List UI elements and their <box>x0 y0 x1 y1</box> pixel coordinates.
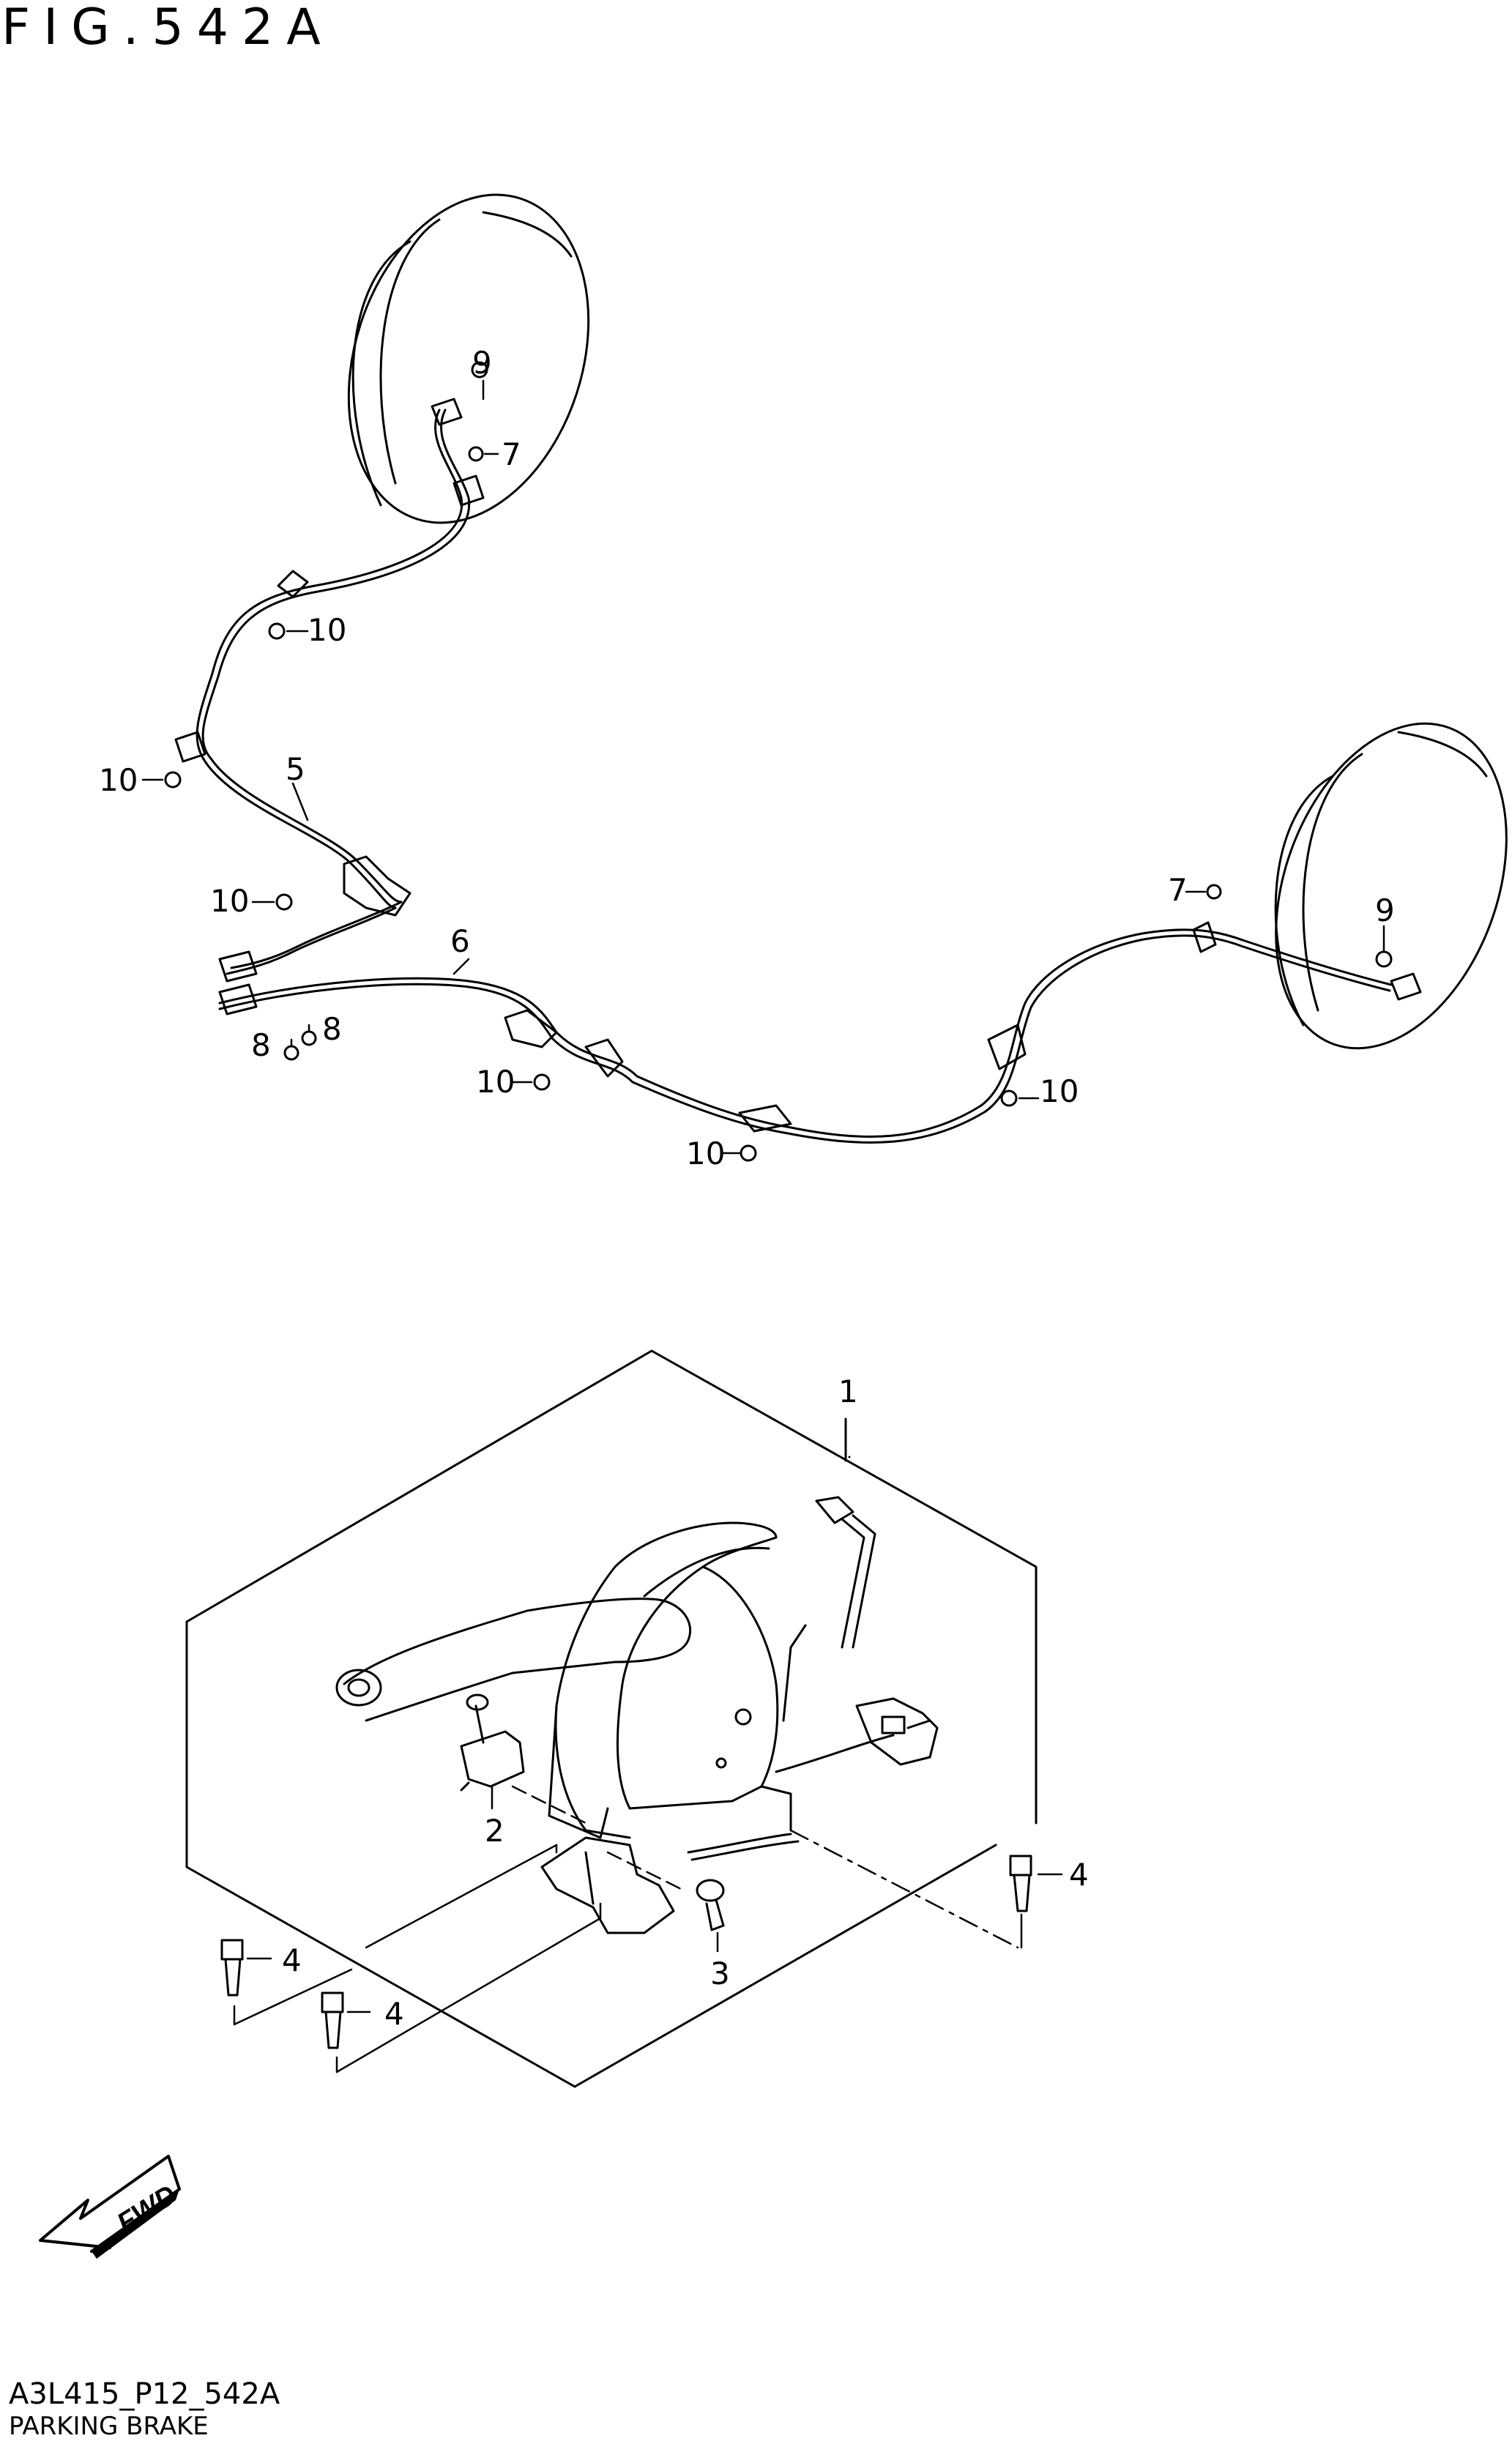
callout-7-right: 7 <box>1168 872 1188 908</box>
callout-1: 1 <box>838 1374 858 1409</box>
callout-2: 2 <box>485 1813 504 1849</box>
fastener-markers <box>164 361 1393 1162</box>
figure-name: PARKING BRAKE <box>9 2412 209 2441</box>
callout-9-left: 9 <box>472 345 492 381</box>
lever-base-bracket <box>540 1785 800 1934</box>
assembly-hexagon <box>185 1349 1038 2088</box>
callout-8-left: 8 <box>251 1027 271 1063</box>
upper-leader-lines <box>141 379 1385 1155</box>
parking-brake-lever <box>335 1521 779 1839</box>
callout-10-bottom: 10 <box>686 1136 725 1171</box>
lower-leader-lines <box>233 1785 1063 2073</box>
callout-5: 5 <box>286 751 305 787</box>
cable-6 <box>218 928 1393 1144</box>
left-brake-drum <box>347 193 590 524</box>
callout-3: 3 <box>710 1956 730 1991</box>
callout-9-right: 9 <box>1375 892 1395 928</box>
part-4-bolts <box>220 1855 1032 2049</box>
callout-4-right: 4 <box>1069 1857 1089 1893</box>
callout-10-top: 10 <box>308 612 346 648</box>
callout-4-left: 4 <box>282 1942 302 1978</box>
equalizer-rod <box>775 1496 939 1773</box>
callout-8-right: 8 <box>322 1011 342 1047</box>
callout-4-bottom: 4 <box>384 1996 404 2032</box>
figure-code: A3L415_P12_542A <box>9 2377 280 2411</box>
figure-title: FIG.542A <box>1 0 334 56</box>
cable-brackets <box>174 398 1422 1133</box>
part-3-bolt <box>696 1879 725 1931</box>
part-2-bracket <box>460 1693 525 1792</box>
fwd-arrow-icon: FWD <box>39 2155 182 2259</box>
callout-10-right: 10 <box>1040 1073 1079 1109</box>
callout-10-mid: 10 <box>210 883 249 919</box>
right-brake-drum <box>1274 722 1508 1050</box>
callout-6: 6 <box>450 923 470 959</box>
callout-10-center: 10 <box>476 1064 515 1100</box>
callout-7-left: 7 <box>502 436 521 472</box>
callout-10-left: 10 <box>99 762 138 798</box>
